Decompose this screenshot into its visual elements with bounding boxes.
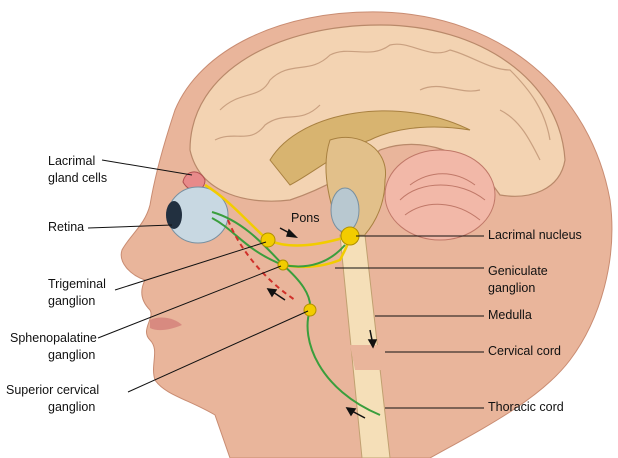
trigeminal-ganglion bbox=[260, 232, 276, 248]
iris bbox=[166, 201, 182, 229]
green-nerve bbox=[211, 211, 381, 416]
superior-cervical-ganglion bbox=[303, 303, 317, 317]
cerebellum bbox=[384, 149, 496, 241]
label-line: ganglion bbox=[488, 281, 536, 295]
lips bbox=[150, 317, 182, 331]
label-thoracic-cord: Thoracic cord bbox=[488, 400, 564, 414]
cord-gap bbox=[350, 345, 382, 370]
label-line: Trigeminal bbox=[48, 277, 106, 291]
label-pons: Pons bbox=[291, 211, 320, 225]
label-superior-cervical-ganglion: Superior cervical ganglion bbox=[6, 382, 99, 416]
direction-arrows bbox=[266, 227, 378, 419]
label-line: gland cells bbox=[48, 171, 108, 185]
pons bbox=[330, 187, 360, 233]
leader-lines bbox=[87, 159, 484, 409]
label-sphenopalatine-ganglion: Sphenopalatine ganglion bbox=[10, 330, 97, 364]
label-line: Lacrimal bbox=[48, 154, 96, 168]
red-dashed-nerve bbox=[227, 219, 296, 301]
label-line: Geniculate bbox=[488, 264, 548, 278]
label-cervical-cord: Cervical cord bbox=[488, 344, 561, 358]
label-line: ganglion bbox=[48, 294, 96, 308]
label-trigeminal-ganglion: Trigeminal ganglion bbox=[48, 276, 106, 310]
label-lacrimal-gland-cells: Lacrimal gland cells bbox=[48, 153, 107, 187]
cerebellum-folia bbox=[399, 173, 486, 221]
label-medulla: Medulla bbox=[488, 308, 532, 322]
label-line: ganglion bbox=[48, 400, 96, 414]
label-line: ganglion bbox=[48, 348, 96, 362]
label-line: Superior cervical bbox=[6, 383, 100, 397]
label-line: Sphenopalatine bbox=[10, 331, 97, 345]
sphenopalatine-ganglion bbox=[277, 259, 289, 271]
label-retina: Retina bbox=[48, 220, 85, 234]
gyri bbox=[214, 43, 551, 161]
label-geniculate-ganglion: Geniculate ganglion bbox=[488, 263, 548, 297]
label-lacrimal-nucleus: Lacrimal nucleus bbox=[488, 228, 582, 242]
